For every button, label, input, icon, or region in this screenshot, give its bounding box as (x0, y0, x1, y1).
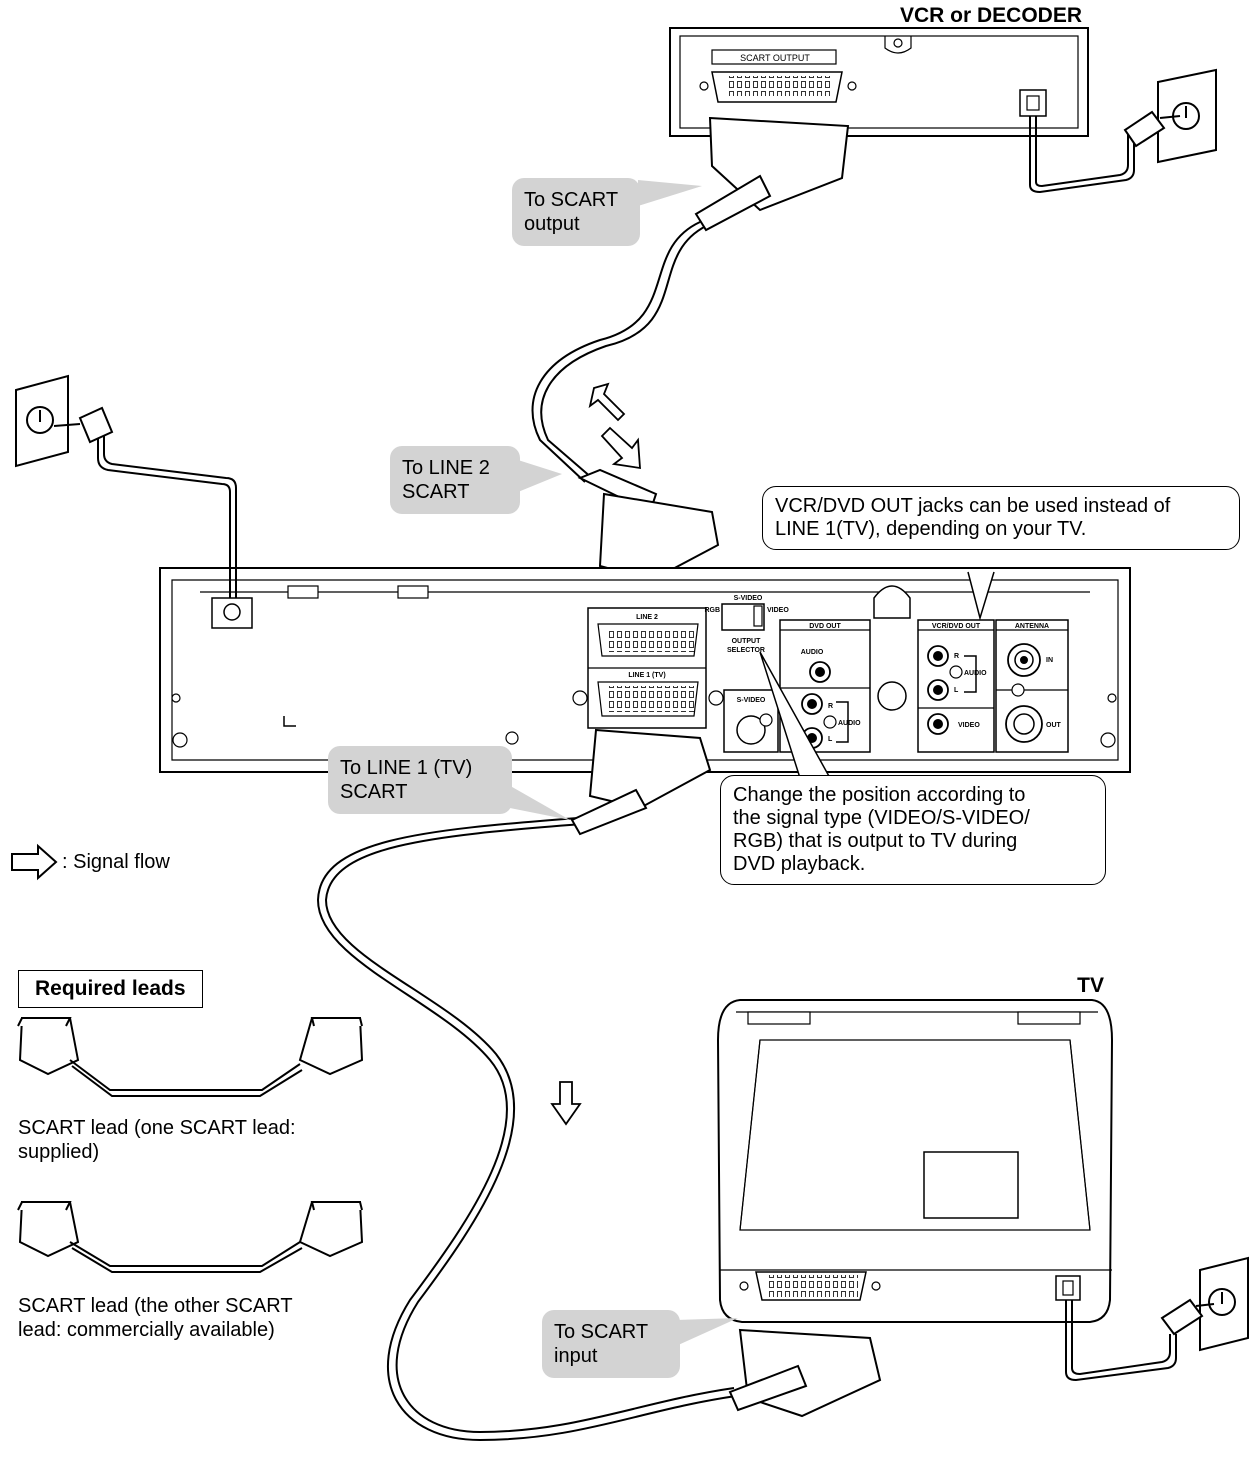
label-vcr-l: L (954, 687, 959, 694)
bubble-to-scart-input: To SCART input (542, 1310, 680, 1378)
callout-vcr-dvd-out: VCR/DVD OUT jacks can be used instead of… (762, 486, 1240, 550)
label-antenna-in: IN (1046, 657, 1053, 664)
scart-cable-vcr (531, 221, 707, 483)
vcr-title: VCR or DECODER (900, 4, 1082, 27)
tv-power-cord (1065, 1300, 1177, 1382)
label-output: OUTPUT (732, 638, 762, 645)
tv-title: TV (1077, 974, 1104, 997)
signal-arrow-tv (550, 1081, 582, 1126)
line2-scart-plug (577, 468, 720, 582)
label-selector-rgb: RGB (704, 607, 720, 614)
label-vcr-video: VIDEO (958, 722, 980, 729)
label-s-video: S-VIDEO (737, 697, 766, 704)
label-selector-svideo: S-VIDEO (734, 595, 763, 602)
vcr-power-cord (1029, 116, 1135, 194)
bubble-tails (500, 180, 738, 1346)
recorder-power-cord (97, 432, 237, 598)
vcr-scart-output-label: SCART OUTPUT (740, 53, 810, 63)
line1-scart-plug (570, 728, 712, 836)
label-dvd-audio: AUDIO (801, 649, 824, 656)
tv-scart-plug (728, 1328, 882, 1418)
label-antenna-out: OUT (1046, 722, 1062, 729)
required-leads-heading: Required leads (18, 970, 203, 1008)
signal-arrow-down (600, 426, 641, 470)
label-dvd-audio-lr: AUDIO (838, 720, 861, 727)
signal-flow-arrow-icon (11, 843, 58, 881)
recorder-panel-labels: LINE 2 LINE 1 (TV) S-VIDEO RGB VIDEO OUT… (628, 595, 1061, 743)
tv-device (716, 999, 1114, 1323)
callout-tails (759, 571, 995, 779)
vcr-scart-plug (694, 116, 850, 232)
label-dvd-r: R (828, 703, 833, 710)
scart-lead-commercial (17, 1201, 364, 1273)
wall-socket-recorder (15, 374, 114, 468)
scart-lead-supplied (17, 1017, 364, 1097)
label-dvd-l: L (828, 736, 833, 743)
lead-supplied-label: SCART lead (one SCART lead: supplied) (18, 1117, 296, 1163)
label-line2: LINE 2 (636, 614, 658, 621)
wall-socket-tv (1160, 1256, 1249, 1352)
recorder-rear-panel (159, 567, 1131, 773)
label-dvd-out: DVD OUT (809, 623, 841, 630)
label-antenna: ANTENNA (1015, 623, 1049, 630)
label-vcr-audio: AUDIO (964, 670, 987, 677)
label-line1: LINE 1 (TV) (628, 672, 665, 679)
label-selector-video: VIDEO (767, 607, 789, 614)
label-selector: SELECTOR (727, 647, 765, 654)
scart-cable-tv (316, 817, 737, 1442)
bubble-to-line1: To LINE 1 (TV) SCART (328, 746, 512, 814)
wall-socket-vcr (1123, 68, 1217, 164)
bubble-to-scart-output: To SCART output (512, 178, 640, 246)
bubble-to-line2: To LINE 2 SCART (390, 446, 520, 514)
vcr-device (669, 27, 1089, 137)
label-vcr-r: R (954, 653, 959, 660)
label-vcr-dvd-out: VCR/DVD OUT (932, 623, 981, 630)
signal-flow-label: : Signal flow (62, 851, 170, 873)
signal-arrow-up (588, 382, 626, 422)
callout-output-selector: Change the position according to the sig… (720, 775, 1106, 885)
lead-commercial-label: SCART lead (the other SCART lead: commer… (18, 1295, 293, 1341)
